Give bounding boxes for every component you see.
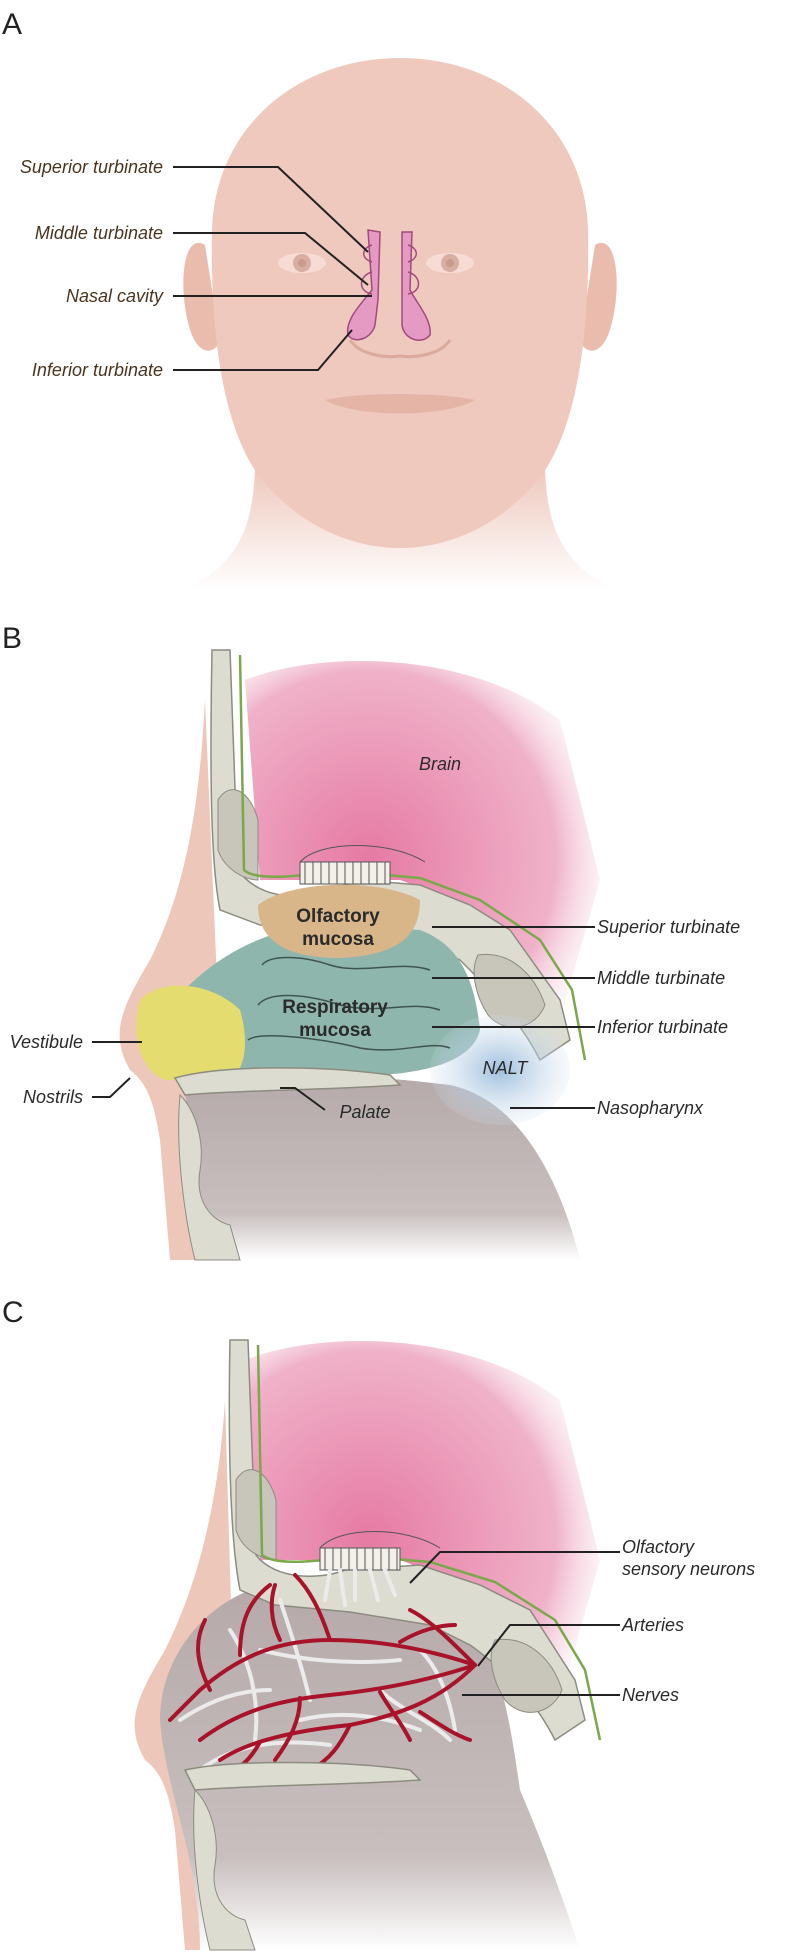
left-eye [278, 253, 326, 273]
label-b-vestibule: Vestibule [10, 1032, 83, 1052]
leader-c-arteries [477, 1624, 620, 1667]
sinus-frontal-c [235, 1469, 277, 1561]
label-b-middle-turbinate: Middle turbinate [597, 968, 725, 988]
panel-letter-a: A [2, 8, 22, 41]
nalt-region [430, 1015, 570, 1125]
leader-b-palate [280, 1087, 326, 1111]
panel-c: C [2, 1296, 755, 1951]
label-c-nerves: Nerves [622, 1685, 679, 1705]
label-a-superior-turbinate: Superior turbinate [20, 157, 163, 177]
label-c-arteries: Arteries [621, 1615, 684, 1635]
leader-a-inferior [173, 329, 353, 371]
label-b-nasopharynx: Nasopharynx [597, 1098, 704, 1118]
turbinate-outlines-b [247, 956, 451, 1051]
panel-b: B Brain Olfactory mu [2, 622, 740, 1261]
label-a-nasal-cavity: Nasal cavity [66, 286, 164, 306]
nerves-network [178, 1568, 457, 1772]
leader-a-middle [173, 232, 369, 286]
vestibule-region [136, 985, 245, 1080]
upper-lip-teeth-c [193, 1788, 256, 1951]
cribriform-plate [299, 845, 426, 885]
cribriform-plate-c [319, 1531, 441, 1571]
nose-base [348, 339, 452, 359]
label-b-superior-turbinate: Superior turbinate [597, 917, 740, 937]
label-b-nostrils: Nostrils [23, 1087, 83, 1107]
label-a-middle-turbinate: Middle turbinate [35, 223, 163, 243]
upper-lip-teeth [178, 1093, 241, 1261]
label-b-inferior-turbinate: Inferior turbinate [597, 1017, 728, 1037]
region-respiratory-line2: mucosa [299, 1020, 371, 1041]
palate-bone-c [183, 1761, 422, 1791]
mouth [325, 394, 475, 414]
label-c-olfactory-line2: sensory neurons [622, 1559, 755, 1579]
leader-b-nostrils [92, 1077, 131, 1098]
panel-a: A Superior turbinate Middle turb [2, 8, 620, 590]
turbinate-shapes [360, 244, 420, 295]
region-brain: Brain [419, 754, 461, 774]
region-olfactory-line1: Olfactory [296, 906, 380, 927]
leader-c-olfactory [409, 1551, 620, 1584]
panel-letter-b: B [2, 622, 22, 655]
region-olfactory-line2: mucosa [302, 929, 374, 950]
region-respiratory-line1: Respiratory [282, 997, 388, 1018]
right-ear [580, 242, 617, 351]
region-palate: Palate [339, 1102, 390, 1122]
brain-region [245, 660, 600, 1020]
right-eye [426, 253, 474, 273]
panel-letter-c: C [2, 1296, 24, 1329]
label-c-olfactory-line1: Olfactory [622, 1537, 695, 1557]
label-a-inferior-turbinate: Inferior turbinate [32, 360, 163, 380]
region-nalt: NALT [483, 1058, 530, 1078]
leader-a-superior [173, 166, 369, 253]
face-head [211, 58, 589, 548]
olfactory-mucosa-region [258, 884, 420, 958]
palate-bone [173, 1067, 402, 1096]
sinus-frontal [217, 789, 259, 881]
